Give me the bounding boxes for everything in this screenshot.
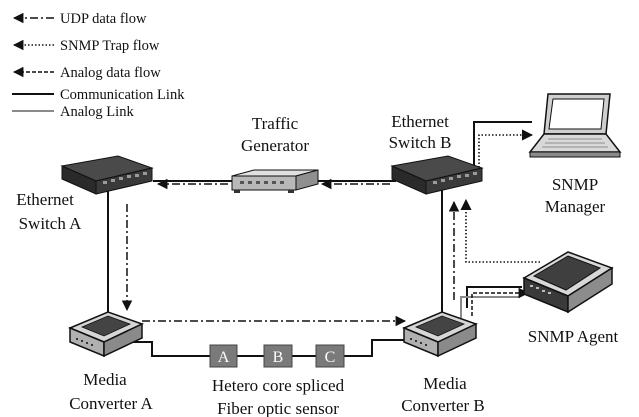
media-converter-b-icon[interactable] <box>402 311 478 358</box>
snmp-manager-label-line1: SNMP <box>552 175 598 194</box>
legend-udp: UDP data flow <box>12 11 147 27</box>
legend-analog-link: Analog Link <box>12 104 134 120</box>
traffic-generator-label-line1: Traffic <box>252 114 299 133</box>
link-media-a-sensor <box>120 341 210 357</box>
snmp-trap-agent-to-switch-b <box>460 198 540 263</box>
legend-analog-flow: Analog data flow <box>12 65 161 81</box>
sensor-label-b: B <box>273 349 284 366</box>
link-switch-b-media-b <box>434 190 443 323</box>
ethernet-switch-a-icon[interactable] <box>60 155 154 195</box>
sensor-label-c: C <box>325 349 336 366</box>
media-converter-a-label-line1: Media <box>83 370 127 389</box>
media-converter-a-icon[interactable] <box>68 311 144 358</box>
sensor-caption-line1: Hetero core spliced <box>212 376 345 395</box>
node-labels: Traffic Generator Ethernet Switch B Ethe… <box>16 112 618 417</box>
analog-flow-media-b-to-agent <box>471 287 530 316</box>
sensor-label-a: A <box>218 349 230 366</box>
link-switch-b-manager <box>473 121 532 180</box>
switch-b-label-line1: Ethernet <box>391 112 449 131</box>
link-media-b-agent <box>466 286 522 308</box>
legend-label-snmp-trap: SNMP Trap flow <box>60 38 160 54</box>
udp-flows <box>121 178 460 327</box>
legend-label-analog-link: Analog Link <box>60 104 134 120</box>
snmp-trap-flows <box>460 129 540 263</box>
sensor-segment-b[interactable]: B <box>263 344 293 368</box>
ethernet-switch-b-icon[interactable] <box>390 155 484 195</box>
link-sensor-media-b <box>344 339 405 357</box>
media-converter-a-label-line2: Converter A <box>69 394 153 413</box>
switch-a-label-line1: Ethernet <box>16 190 74 209</box>
media-converter-b-label-line2: Converter B <box>401 396 485 415</box>
snmp-agent-label: SNMP Agent <box>528 327 619 346</box>
traffic-generator-label-line2: Generator <box>241 136 309 155</box>
legend-snmp-trap: SNMP Trap flow <box>12 38 160 54</box>
sensor-segment-a[interactable]: A <box>209 344 238 368</box>
snmp-manager-label-line2: Manager <box>545 197 606 216</box>
legend-label-udp: UDP data flow <box>60 11 147 27</box>
snmp-agent-icon[interactable] <box>522 251 614 314</box>
snmp-manager-laptop-icon[interactable] <box>528 93 622 158</box>
analog-link-media-b-agent <box>460 296 520 318</box>
traffic-generator-icon[interactable] <box>231 169 319 193</box>
sensor-segment-c[interactable]: C <box>315 344 345 368</box>
snmp-trap-switch-b-to-manager <box>478 129 534 178</box>
legend-label-communication: Communication Link <box>60 87 185 103</box>
legend-communication-link: Communication Link <box>12 87 185 103</box>
fiber-optic-sensor: A B C <box>209 344 345 368</box>
media-converter-b-label-line1: Media <box>423 374 467 393</box>
legend-label-analog-flow: Analog data flow <box>60 65 161 81</box>
switch-b-label-line2: Switch B <box>389 133 452 152</box>
sensor-caption-line2: Fiber optic sensor <box>217 399 339 417</box>
legend: UDP data flow SNMP Trap flow Analog data… <box>12 11 185 120</box>
switch-a-label-line2: Switch A <box>19 214 83 233</box>
